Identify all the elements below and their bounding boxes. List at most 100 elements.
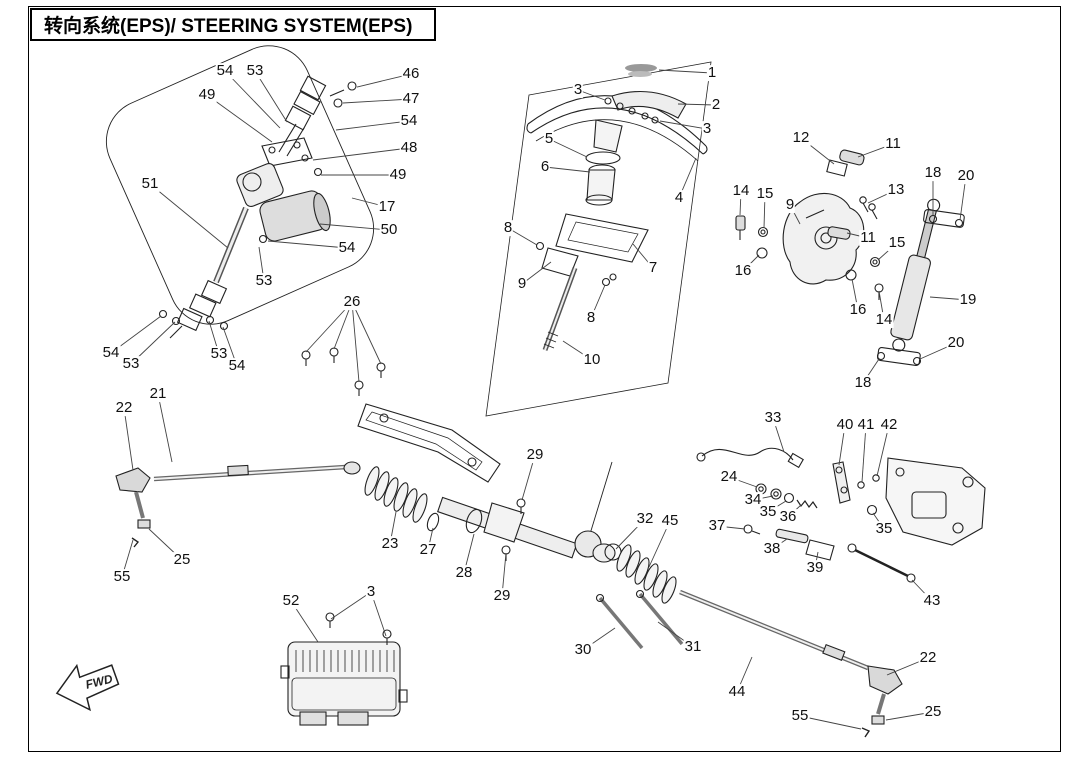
part-number-label: 54 [227,357,247,375]
leader-line [861,424,867,483]
horn-trim [625,64,657,72]
part-number-label: 22 [918,649,938,667]
part-number-label: 20 [946,334,966,352]
part-number-label: 29 [525,446,545,464]
part-number-label: 21 [148,385,168,403]
part-number-label: 50 [379,221,399,239]
part-number-label: 16 [848,301,868,319]
leader-line [335,120,410,131]
leader-line [305,301,353,353]
part-number-label: 46 [401,65,421,83]
part-number-label: 54 [215,62,235,80]
part-number-label: 9 [516,275,528,293]
part-number-label: 18 [853,374,873,392]
part-number-label: 53 [121,355,141,373]
part-number-label: 49 [197,86,217,104]
part-number-label: 23 [380,535,400,553]
leader-line [319,223,390,231]
leader-line [548,138,588,158]
ecu-connector [337,711,369,726]
column-bracket [555,213,649,263]
sensor-linkage-assembly [696,447,986,583]
part-number-label: 19 [958,291,978,309]
part-number-label: 3 [365,583,377,601]
mount-bolt-30 [598,596,644,650]
part-number-label: 33 [763,409,783,427]
support-frame [357,403,501,483]
hub-cover [611,91,687,119]
part-number-label: 32 [635,510,655,528]
part-number-label: 26 [342,293,362,311]
part-number-label: 39 [805,559,825,577]
part-number-label: 53 [254,272,274,290]
leader-line [876,424,890,477]
part-number-label: 20 [956,167,976,185]
part-number-label: 53 [245,62,265,80]
part-number-label: 11 [884,135,902,153]
leader-line [267,240,348,249]
leader-line [330,591,372,620]
left-tie-rod-end [115,467,151,493]
part-number-label: 7 [647,259,659,277]
leader-line [677,103,717,106]
leader-line [312,147,410,161]
fwd-label: FWD [84,672,114,692]
part-number-label: 17 [377,198,397,216]
part-number-label: 16 [733,262,753,280]
part-number-label: 15 [755,185,775,203]
knuckle-bracket [782,192,865,285]
leader-line [342,98,412,104]
part-number-label: 28 [454,564,474,582]
part-number-label: 44 [727,683,747,701]
part-number-label: 49 [388,166,408,184]
leader-line [224,70,281,129]
spring [796,499,818,509]
part-number-label: 14 [731,182,751,200]
part-number-label: 54 [101,344,121,362]
right-bellows [616,544,677,604]
part-number-label: 41 [856,416,876,434]
steering-wheel-assembly [485,61,712,417]
part-number-label: 37 [707,517,727,535]
part-number-label: 11 [859,229,877,247]
part-number-label: 27 [418,541,438,559]
cotter-pin-left [131,537,140,548]
ecu-connector [299,711,327,726]
part-number-label: 53 [209,345,229,363]
part-number-label: 55 [112,568,132,586]
leader-line [658,69,713,74]
part-number-label: 51 [140,175,160,193]
leader-line [149,183,229,249]
part-number-label: 9 [784,196,796,214]
cotter-pin-right [861,727,871,738]
part-number-label: 25 [923,703,943,721]
part-number-label: 6 [539,158,551,176]
leader-line [206,94,273,143]
clamp-plate [261,137,313,167]
part-number-label: 48 [399,139,419,157]
right-tie-rod-end [867,665,903,695]
part-number-label: 31 [683,638,703,656]
part-number-label: 40 [835,416,855,434]
leader-line [123,407,134,471]
left-bellows [364,466,428,523]
part-number-label: 12 [791,129,811,147]
part-number-label: 54 [399,112,419,130]
part-number-label: 15 [887,234,907,252]
part-number-label: 8 [585,309,597,327]
part-number-label: 52 [281,592,301,610]
link-arm [775,528,809,544]
rack-mount [483,502,525,543]
ecu-unit [280,612,408,726]
part-number-label: 30 [573,641,593,659]
bellows-clamp [426,512,440,532]
leader-line [544,166,591,173]
part-number-label: 10 [582,351,602,369]
page-title: 转向系统(EPS)/ STEERING SYSTEM(EPS) [30,8,436,41]
leader-line [157,393,173,463]
part-number-label: 18 [923,164,943,182]
